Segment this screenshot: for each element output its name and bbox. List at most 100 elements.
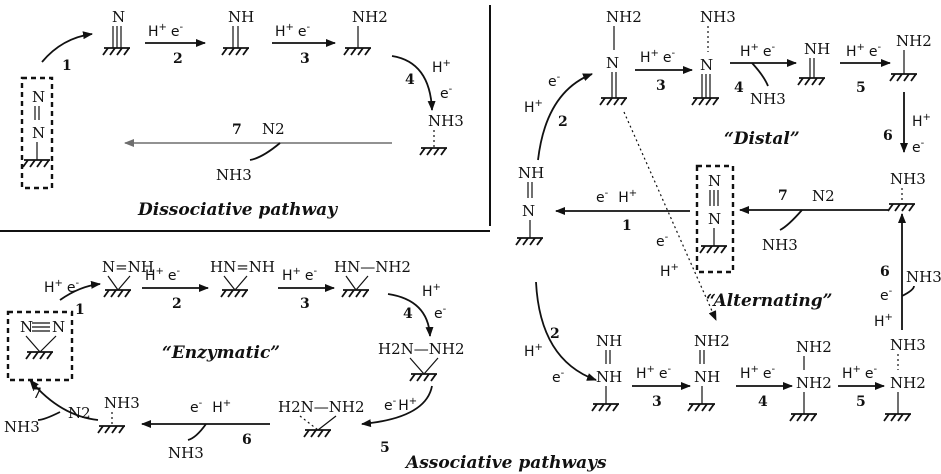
arrow xyxy=(535,281,597,381)
svg-text:H+e-: H+e- xyxy=(148,22,184,40)
arrow xyxy=(37,411,61,421)
species-label: NH3 xyxy=(890,336,926,354)
svg-text:e-: e- xyxy=(434,304,447,322)
svg-text:H+: H+ xyxy=(524,342,543,360)
step-number: 1 xyxy=(62,58,72,74)
step-number: 3 xyxy=(300,296,310,312)
species-label: N xyxy=(32,124,45,142)
step-number: 4 xyxy=(734,80,744,96)
species-label: NH3 xyxy=(750,90,786,108)
svg-text:e-H+: e-H+ xyxy=(596,188,637,206)
step-number: 6 xyxy=(883,128,893,144)
step-number: 7 xyxy=(778,188,788,204)
arrow xyxy=(387,293,434,337)
section-title: “Enzymatic” xyxy=(162,343,280,363)
species-label: N xyxy=(112,8,125,26)
species-label: NH3 xyxy=(216,166,252,184)
step-number: 2 xyxy=(173,51,183,67)
svg-text:H+e-: H+e- xyxy=(740,42,776,60)
step-number: 2 xyxy=(172,296,182,312)
species-label: N xyxy=(32,88,45,106)
species-label: N2 xyxy=(812,187,835,205)
step-number: 5 xyxy=(380,440,390,456)
svg-text:H+: H+ xyxy=(432,58,451,76)
svg-text:H+e-: H+e- xyxy=(275,22,311,40)
arrow xyxy=(41,31,93,63)
arrow xyxy=(361,385,433,428)
section-title: Dissociative pathway xyxy=(137,200,338,220)
svg-text:H+e-: H+e- xyxy=(846,42,882,60)
species-label: N xyxy=(20,318,33,336)
species-label: N xyxy=(708,172,721,190)
arrow xyxy=(249,142,281,161)
distal-alternating-panel: N N e-H+ 1 NH N H+ e- 2 NH2 N H+e- 3 NH3… xyxy=(515,8,941,422)
species-label: NH2 xyxy=(896,32,932,50)
species-label: NH2 xyxy=(694,332,730,350)
step-number: 7 xyxy=(232,122,242,138)
species-label: NH xyxy=(228,8,254,26)
species-label: NH3 xyxy=(906,268,941,286)
step-number: 3 xyxy=(300,51,310,67)
svg-text:e-: e- xyxy=(912,138,925,156)
species-label: NH xyxy=(518,164,544,182)
species-label: NH xyxy=(804,40,830,58)
step-number: 6 xyxy=(242,432,252,448)
species-label: N xyxy=(708,210,721,228)
svg-text:H+e-: H+e- xyxy=(145,266,181,284)
arrow xyxy=(901,285,915,297)
species-label: NH3 xyxy=(4,418,40,436)
section-title: Associative pathways xyxy=(404,453,607,473)
species-label: NH xyxy=(596,368,622,386)
arrow xyxy=(537,73,593,161)
svg-text:e-H+: e-H+ xyxy=(190,398,231,416)
step-number: 2 xyxy=(558,114,568,130)
svg-text:H+e-: H+e- xyxy=(640,48,676,66)
step-number: 7 xyxy=(32,386,42,402)
svg-text:H+e-: H+e- xyxy=(44,278,80,296)
species-label: NH2 xyxy=(606,8,642,26)
species-label: H2N—NH2 xyxy=(278,398,365,416)
species-label: N xyxy=(700,56,713,74)
species-label: N xyxy=(606,54,619,72)
arrow xyxy=(29,379,99,421)
species-label: NH2 xyxy=(796,374,832,392)
arrow xyxy=(59,280,101,301)
species-label: NH3 xyxy=(700,8,736,26)
step-number: 6 xyxy=(880,264,890,280)
enzymatic-panel: N N H+e- 1 N=NH H+e- 2 HN=NH H+e- 3 HN—N… xyxy=(4,258,607,473)
species-label: N xyxy=(522,202,535,220)
step-number: 2 xyxy=(550,326,560,342)
arrow xyxy=(187,423,207,441)
step-number: 4 xyxy=(403,306,413,322)
species-label: HN—NH2 xyxy=(334,258,411,276)
species-label: NH3 xyxy=(428,112,464,130)
species-label: NH3 xyxy=(168,444,204,462)
species-label: HN=NH xyxy=(210,258,275,276)
species-label: NH2 xyxy=(352,8,388,26)
svg-text:e-: e- xyxy=(440,84,453,102)
svg-text:H+e-: H+e- xyxy=(740,364,776,382)
svg-text:e-: e- xyxy=(552,368,565,386)
svg-text:e-: e- xyxy=(548,72,561,90)
arrow xyxy=(391,55,436,111)
bound-n2-box xyxy=(20,76,54,190)
species-label: NH2 xyxy=(890,374,926,392)
bound-n2-box xyxy=(6,310,74,382)
species-label: NH3 xyxy=(890,170,926,188)
section-title: “Distal” xyxy=(724,129,800,149)
species-label: N2 xyxy=(262,120,285,138)
step-number: 3 xyxy=(652,394,662,410)
step-number: 5 xyxy=(856,80,866,96)
species-label: NH3 xyxy=(104,394,140,412)
svg-text:H+e-: H+e- xyxy=(842,364,878,382)
section-title: “Alternating” xyxy=(706,291,832,311)
species-label: NH3 xyxy=(762,236,798,254)
step-number: 4 xyxy=(405,72,415,88)
svg-text:H+: H+ xyxy=(912,112,931,130)
arrow xyxy=(751,62,769,87)
species-label: N2 xyxy=(68,404,91,422)
svg-text:H+: H+ xyxy=(524,98,543,116)
step-number: 1 xyxy=(622,218,632,234)
species-label: NH xyxy=(694,368,720,386)
